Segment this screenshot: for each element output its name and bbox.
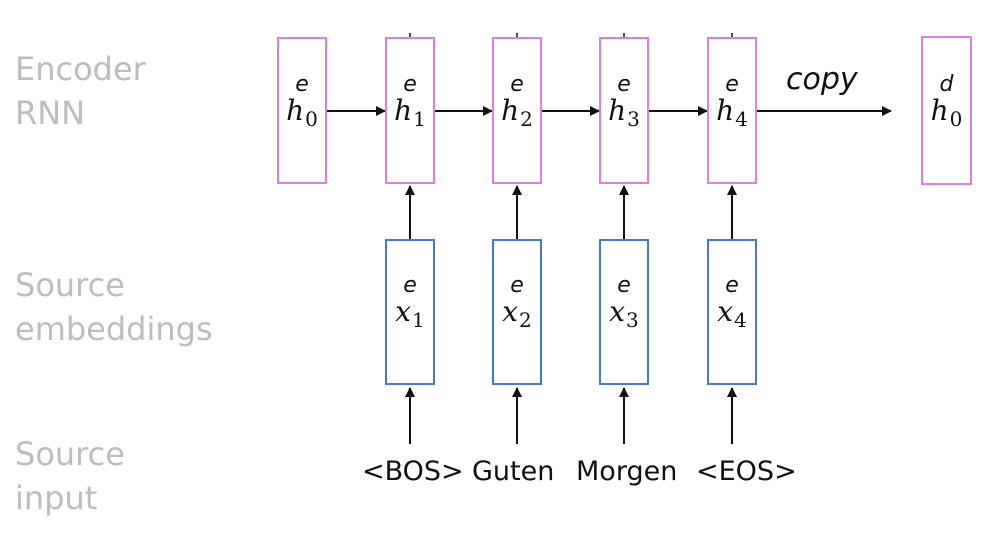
encoder-state-4-sub: 4 [735, 106, 748, 131]
decoder-state-sup: d [939, 72, 954, 97]
embedding-3-sub: 3 [626, 307, 639, 332]
encoder-state-box-3: e h3 [599, 37, 649, 184]
encoder-state-0-var: h [286, 93, 305, 127]
encoder-state-box-0: e h0 [277, 37, 327, 184]
encoder-state-2-sub: 2 [520, 106, 533, 131]
encoder-state-4-label: h4 [709, 93, 755, 130]
source-word-bos: <BOS> [362, 456, 464, 487]
embedding-4-sup: e [725, 273, 739, 298]
embedding-box-3: e x3 [599, 239, 649, 385]
encoder-state-3-sup: e [617, 72, 631, 97]
encoder-state-0-label: h0 [279, 93, 325, 130]
embedding-4-var: x [717, 294, 734, 328]
embedding-3-sup: e [617, 273, 631, 298]
decoder-state-var: h [930, 93, 949, 127]
encoder-state-0-sub: 0 [305, 106, 318, 131]
source-embeddings-label-line1: Source [15, 266, 125, 304]
encoder-state-box-4: e h4 [707, 37, 757, 184]
source-input-label-line2: input [15, 479, 98, 517]
embedding-4-label: x4 [709, 295, 755, 332]
copy-label: copy [786, 62, 858, 97]
decoder-state-box: d h0 [921, 36, 972, 185]
encoder-state-3-sub: 3 [627, 106, 640, 131]
encoder-state-1-sub: 1 [413, 106, 426, 131]
embedding-box-4: e x4 [707, 239, 757, 385]
source-word-morgen: Morgen [576, 456, 678, 487]
encoder-state-1-sup: e [403, 72, 417, 97]
source-word-guten: Guten [472, 456, 555, 487]
encoder-state-box-1: e h1 [385, 37, 435, 184]
encoder-rnn-label: Encoder RNN [15, 47, 146, 135]
decoder-state-label: h0 [923, 93, 970, 130]
encoder-state-2-label: h2 [494, 93, 540, 130]
embedding-2-sub: 2 [519, 307, 532, 332]
embedding-box-2: e x2 [492, 239, 542, 385]
encoder-state-2-var: h [501, 93, 520, 127]
encoder-rnn-label-line2: RNN [15, 94, 86, 132]
source-embeddings-label-line2: embeddings [15, 310, 213, 348]
embedding-2-sup: e [510, 273, 524, 298]
encoder-state-3-label: h3 [601, 93, 647, 130]
embedding-1-sub: 1 [412, 307, 425, 332]
source-input-label-line1: Source [15, 435, 125, 473]
embedding-3-var: x [609, 294, 626, 328]
embedding-1-sup: e [403, 273, 417, 298]
source-word-eos: <EOS> [696, 456, 797, 487]
encoder-state-4-var: h [716, 93, 735, 127]
encoder-state-2-sup: e [510, 72, 524, 97]
embedding-2-var: x [502, 294, 519, 328]
decoder-state-sub: 0 [949, 106, 963, 131]
embedding-2-label: x2 [494, 295, 540, 332]
encoder-state-3-var: h [608, 93, 627, 127]
embedding-1-var: x [395, 294, 412, 328]
encoder-state-box-2: e h2 [492, 37, 542, 184]
embedding-1-label: x1 [387, 295, 433, 332]
embedding-3-label: x3 [601, 295, 647, 332]
encoder-state-1-var: h [394, 93, 413, 127]
source-input-label: Source input [15, 432, 125, 520]
encoder-state-0-sup: e [295, 72, 309, 97]
embedding-4-sub: 4 [734, 307, 747, 332]
encoder-rnn-label-line1: Encoder [15, 50, 146, 88]
embedding-box-1: e x1 [385, 239, 435, 385]
encoder-state-1-label: h1 [387, 93, 433, 130]
source-embeddings-label: Source embeddings [15, 263, 213, 351]
encoder-state-4-sup: e [725, 72, 739, 97]
